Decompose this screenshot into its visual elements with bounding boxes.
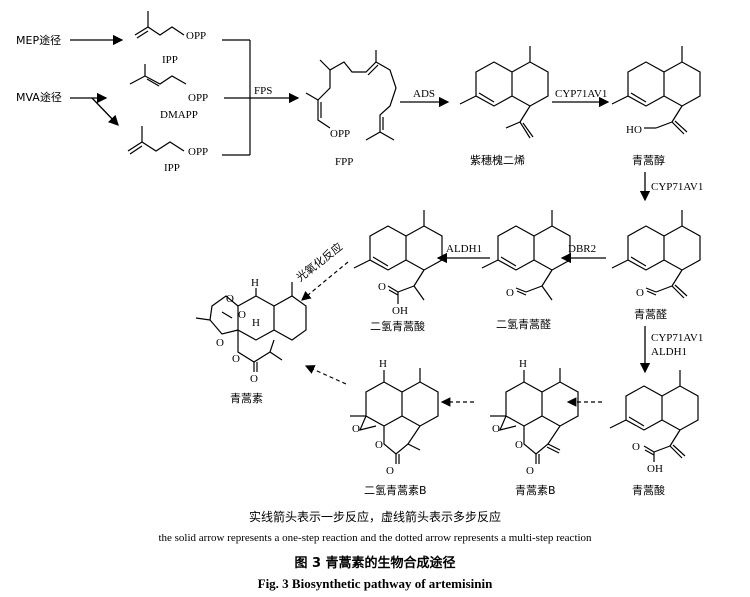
ether-oxygen-label: O xyxy=(216,337,224,349)
dbr2-label: DBR2 xyxy=(568,243,596,255)
mva-arrow-2 xyxy=(91,97,119,126)
dmapp-label: DMAPP xyxy=(160,109,198,121)
dihydro-aldehyde-label: 二氢青蒿醛 xyxy=(496,317,551,331)
ads-label: ADS xyxy=(413,88,435,100)
opp-label: OPP xyxy=(186,30,206,42)
caption-note-en: the solid arrow represents a one-step re… xyxy=(158,532,592,544)
aldh1-label-2: ALDH1 xyxy=(651,346,687,358)
mva-pathway-label: MVA途径 xyxy=(16,90,62,104)
acid-carbonyl-oxygen-label: O xyxy=(378,281,386,293)
amorphadiene-structure xyxy=(459,46,549,139)
fpp-structure xyxy=(305,50,397,141)
dihydro-arteannuin-b-structure xyxy=(350,368,439,464)
cyp71av1-label-3: CYP71AV1 xyxy=(651,332,703,344)
opp-label: OPP xyxy=(188,146,208,158)
carbonyl-oxygen-label: O xyxy=(526,465,534,477)
photo-oxidation-arrow xyxy=(301,261,349,301)
artemisinic-aldehyde-structure xyxy=(611,210,701,299)
artemisinic-alcohol-label: 青蒿醇 xyxy=(632,153,665,167)
acid-hydroxyl-label: OH xyxy=(647,463,663,475)
ipp-structure-bottom xyxy=(127,126,185,155)
hydrogen-label: H xyxy=(252,317,260,329)
multistep-arrow-3 xyxy=(304,365,347,385)
carbonyl-oxygen-label: O xyxy=(386,465,394,477)
artemisinic-acid-structure xyxy=(609,370,699,462)
peroxide-oxygen-label: O xyxy=(226,293,234,305)
fpp-opp-label: OPP xyxy=(330,128,350,140)
dihydro-arteannuin-b-label: 二氢青蒿素B xyxy=(364,483,427,497)
lactone-oxygen-label: O xyxy=(515,439,523,451)
dmapp-structure xyxy=(129,64,187,87)
artemisinic-alcohol-structure xyxy=(611,46,701,135)
ipp-label-bottom: IPP xyxy=(164,162,180,174)
dihydro-aldehyde-structure xyxy=(481,210,571,301)
dihydro-acid-structure xyxy=(353,210,443,304)
arteannuin-b-label: 青蒿素B xyxy=(515,484,556,497)
figure-title-zh: 图 3 青蒿素的生物合成途径 xyxy=(294,555,455,571)
fps-bracket xyxy=(222,39,251,156)
hydrogen-label: H xyxy=(519,358,527,370)
opp-label: OPP xyxy=(188,92,208,104)
figure-title-en: Fig. 3 Biosynthetic pathway of artemisin… xyxy=(258,576,493,591)
epoxide-oxygen-label: O xyxy=(492,423,500,435)
acid-carbonyl-oxygen-label: O xyxy=(632,441,640,453)
fpp-label: FPP xyxy=(335,156,353,168)
artemisinin-structure xyxy=(195,282,307,372)
lactone-oxygen-label: O xyxy=(232,353,240,365)
aldehyde-oxygen-label: O xyxy=(636,287,644,299)
aldh1-label-1: ALDH1 xyxy=(446,243,482,255)
ipp-label-top: IPP xyxy=(162,54,178,66)
acid-hydroxyl-label: OH xyxy=(392,305,408,317)
photo-oxidation-label: 光氧化反应 xyxy=(293,239,345,284)
artemisinic-aldehyde-label: 青蒿醛 xyxy=(634,307,667,321)
epoxide-oxygen-label: O xyxy=(352,423,360,435)
carbonyl-oxygen-label: O xyxy=(250,373,258,385)
lactone-oxygen-label: O xyxy=(375,439,383,451)
hydrogen-label: H xyxy=(251,277,259,289)
hydroxyl-label: HO xyxy=(626,124,642,136)
caption-note-zh: 实线箭头表示一步反应，虚线箭头表示多步反应 xyxy=(249,509,501,524)
fps-label: FPS xyxy=(254,85,272,97)
arteannuin-b-structure xyxy=(490,368,579,464)
amorphadiene-label: 紫穗槐二烯 xyxy=(470,153,525,167)
peroxide-oxygen-label: O xyxy=(238,309,246,321)
cyp71av1-label-2: CYP71AV1 xyxy=(651,181,703,193)
dihydro-acid-label: 二氢青蒿酸 xyxy=(370,319,425,333)
hydrogen-label: H xyxy=(379,358,387,370)
artemisinin-label: 青蒿素 xyxy=(230,392,263,405)
aldehyde-oxygen-label: O xyxy=(506,287,514,299)
cyp71av1-label-1: CYP71AV1 xyxy=(555,88,607,100)
artemisinic-acid-label: 青蒿酸 xyxy=(632,483,665,497)
ipp-structure-top xyxy=(134,11,185,39)
mep-pathway-label: MEP途径 xyxy=(16,33,61,47)
